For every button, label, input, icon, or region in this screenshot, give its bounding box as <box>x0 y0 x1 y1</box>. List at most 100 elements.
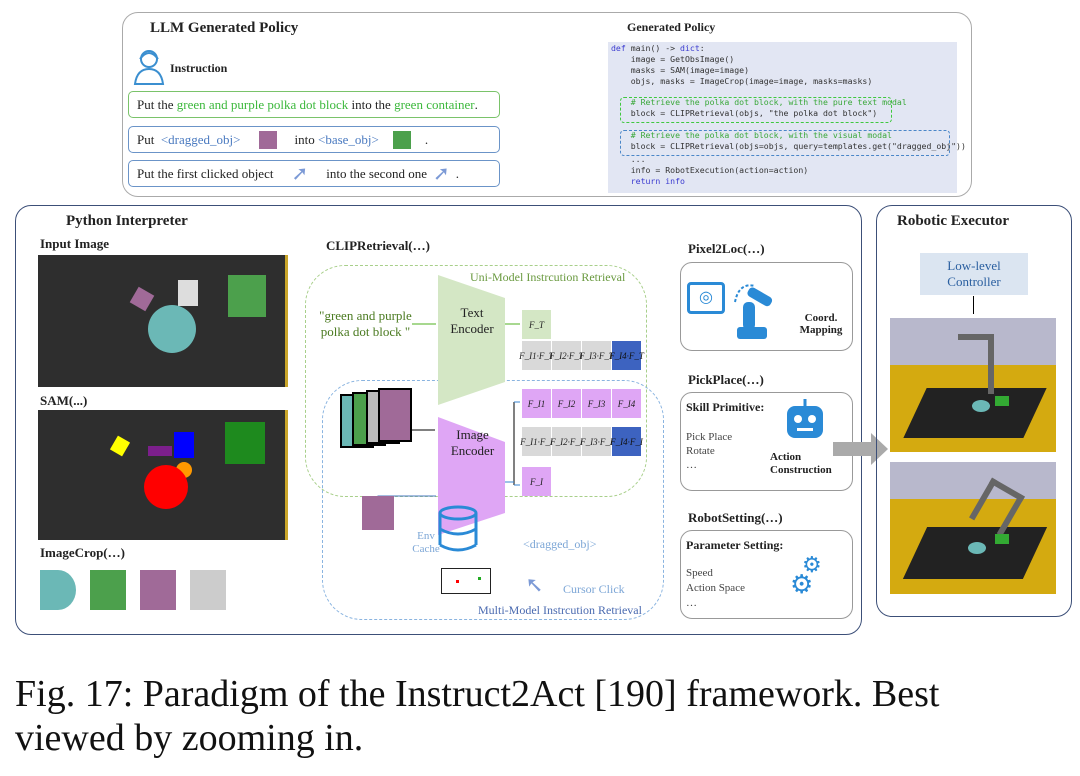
code-line: image = GetObsImage() <box>611 54 735 64</box>
t: into the second one <box>326 165 427 181</box>
low-level-controller: Low-level Controller <box>920 253 1028 295</box>
t: <dragged_obj> <box>160 131 241 147</box>
text-encoder: Text Encoder <box>450 305 494 336</box>
t: . <box>455 165 459 181</box>
t: . <box>474 96 478 112</box>
input-image-label: Input Image <box>40 236 109 251</box>
crop-stack <box>340 388 412 448</box>
instruction-click: Put the first clicked object ➚ into the se… <box>128 160 500 187</box>
figure-caption-line2: viewed by zooming in. <box>15 717 364 759</box>
t: Put the first clicked object <box>137 165 274 181</box>
crop-bowl <box>40 570 76 610</box>
execution-arrow <box>833 433 888 465</box>
figure-caption-line1: Fig. 17: Paradigm of the Instruct2Act [1… <box>15 673 940 715</box>
dragged-obj-label: <dragged_obj> <box>523 537 597 551</box>
person-icon <box>133 50 165 85</box>
code-line: return info <box>611 176 685 186</box>
t: into <box>294 131 318 147</box>
t: green and purple polka dot block <box>176 96 349 112</box>
code-line: ... <box>611 154 646 164</box>
generated-policy-title: Generated Policy <box>627 20 716 34</box>
pickplace-title: PickPlace(…) <box>688 372 764 387</box>
param-item: Speed <box>686 567 713 579</box>
robot-arm-icon <box>734 284 773 339</box>
llm-policy-panel <box>122 12 972 197</box>
pickplace-box <box>680 392 853 491</box>
imagecrop-label: ImageCrop(…) <box>40 545 125 560</box>
t: <base_obj> <box>317 131 379 147</box>
input-image <box>38 255 288 387</box>
sam-label: SAM(...) <box>40 393 88 408</box>
gear-icon: ⚙ <box>802 552 822 577</box>
code-line: objs, masks = ImageCrop(image=image, mas… <box>611 76 873 86</box>
encoders <box>377 275 520 535</box>
green-container-image <box>392 130 411 149</box>
sim-cell: F_I2·F_I <box>550 427 583 456</box>
sim-cell: F_I3·F_T <box>579 341 614 370</box>
image-feature: F_I2 <box>552 389 581 418</box>
skill-item: Pick Place <box>686 431 733 443</box>
instruction-text: Put the green and purple polka dot block… <box>128 91 500 118</box>
cursor-icon: ➚ <box>521 575 547 595</box>
robot-icon <box>787 399 823 438</box>
uni-modal-label: Uni-Model Instrcution Retrieval <box>470 270 626 284</box>
image-feature: F_I1 <box>522 389 551 418</box>
code-line: masks = SAM(image=image) <box>611 65 750 75</box>
controller-arrow <box>973 296 974 314</box>
instruction-label: Instruction <box>170 61 228 75</box>
param-item: Action Space <box>686 582 745 594</box>
click-canvas <box>441 568 491 594</box>
code-line: info = RobotExecution(action=action) <box>611 165 809 175</box>
image-feature: F_I3 <box>582 389 611 418</box>
crop-white-block <box>190 570 226 610</box>
robot-scene-before <box>890 318 1056 452</box>
sim-cell-best: F_I4·F_I <box>610 427 643 456</box>
image-encoder: Image Encoder <box>450 427 495 458</box>
crop-polka-block <box>140 570 176 610</box>
clip-title: CLIPRetrieval(…) <box>326 238 430 253</box>
gear-icon: ⚙ <box>790 570 814 599</box>
skill-item: … <box>686 459 697 471</box>
cursor-icon: ➚ <box>432 163 450 185</box>
param-item: … <box>686 597 697 609</box>
interpreter-title: Python Interpreter <box>66 213 188 229</box>
t: into the <box>348 96 395 112</box>
text-feature: F_T <box>522 310 551 339</box>
sim-cell-best: F_I4·F_T <box>609 341 644 370</box>
t: green container <box>394 96 475 112</box>
code-comment: # Retrieve the polka dot block, with the… <box>611 97 907 107</box>
t: Put <box>137 131 161 147</box>
polka-block-image <box>258 130 277 149</box>
visual-modal-highlight <box>620 130 950 156</box>
env-cache-label: Env Cache <box>412 530 440 555</box>
parameter-setting-heading: Parameter Setting: <box>686 538 784 552</box>
cursor-icon: ➚ <box>291 163 309 185</box>
sim-cell: F_I1·F_T <box>519 341 554 370</box>
coord-mapping-label: Coord. Mapping <box>799 312 843 336</box>
robot-scene-after <box>890 462 1056 594</box>
database-icon <box>438 505 478 552</box>
python-interpreter-panel <box>15 205 862 635</box>
skill-item: Rotate <box>686 445 715 457</box>
camera-icon: ◎ <box>687 282 725 314</box>
retrieved-block <box>362 496 394 530</box>
t: . <box>424 131 429 147</box>
code-line: block = CLIPRetrieval(objs, "the polka d… <box>611 108 878 118</box>
text-query: "green and purple polka dot block " <box>319 308 412 339</box>
t: Put the <box>137 96 177 112</box>
pixel2loc-title: Pixel2Loc(…) <box>688 241 765 256</box>
image-feature: F_I4 <box>612 389 641 418</box>
robotsetting-box <box>680 530 853 619</box>
code-line: block = CLIPRetrieval(objs=objs, query=t… <box>611 141 966 151</box>
code-comment: # Retrieve the polka dot block, with the… <box>611 130 892 140</box>
sim-cell: F_I2·F_T <box>549 341 584 370</box>
pixel2loc-box <box>680 262 853 351</box>
llm-title: LLM Generated Policy <box>150 20 299 36</box>
multi-modal-label: Multi-Model Instrcution Retrieval <box>478 603 642 617</box>
robotsetting-title: RobotSetting(…) <box>688 510 783 525</box>
instruction-multimodal: Put <dragged_obj> into <base_obj>. <box>128 126 500 153</box>
skill-primitive-heading: Skill Primitive: <box>686 400 765 414</box>
sim-cell: F_I3·F_I <box>580 427 613 456</box>
query-image-feature: F_I <box>522 467 551 496</box>
executor-title: Robotic Executor <box>897 213 1010 229</box>
